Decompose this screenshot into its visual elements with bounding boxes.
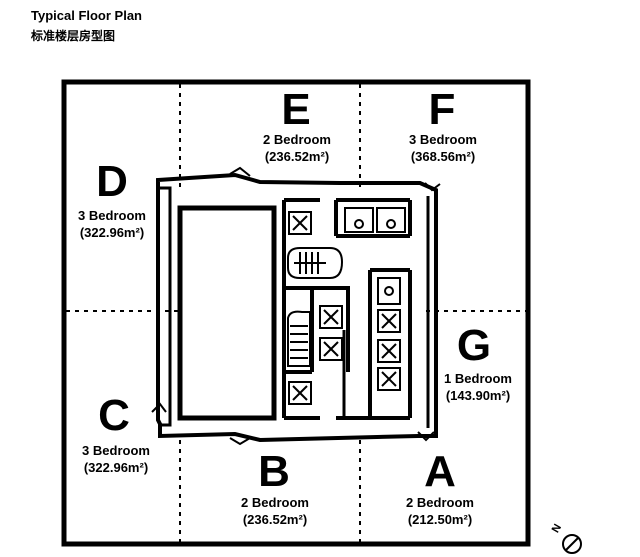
unit-desc-d: 3 Bedroom (322.96m²) (52, 207, 172, 241)
plan-outer-boundary (61, 79, 531, 547)
elevator-1 (288, 211, 312, 235)
unit-area-c: (322.96m²) (83, 460, 149, 475)
elevator-shafts (288, 211, 401, 405)
unit-area-g: (143.90m²) (445, 388, 511, 403)
title-english: Typical Floor Plan (31, 8, 143, 23)
unit-type-b: 2 Bedroom (241, 495, 309, 510)
unit-desc-a: 2 Bedroom (212.50m²) (380, 494, 500, 528)
unit-desc-f: 3 Bedroom (368.56m²) (383, 131, 503, 165)
unit-letter-d: D (96, 157, 128, 206)
unit-type-d: 3 Bedroom (78, 208, 146, 223)
service-core-walls (282, 198, 412, 420)
central-atrium (177, 205, 277, 421)
unit-desc-e: 2 Bedroom (236.52m²) (237, 131, 357, 165)
staircase-upper (287, 247, 344, 279)
unit-letter-g: G (456, 321, 492, 370)
elevator-3 (319, 337, 343, 361)
north-arrow-icon (562, 534, 582, 554)
unit-area-b: (236.52m²) (242, 512, 308, 527)
elevator-7 (377, 367, 401, 391)
unit-type-g: 1 Bedroom (444, 371, 512, 386)
unit-desc-g: 1 Bedroom (143.90m²) (418, 370, 538, 404)
toilet-room (344, 207, 406, 233)
title-chinese: 标准楼层房型图 (31, 29, 116, 43)
unit-letter-c: C (98, 391, 130, 440)
unit-type-a: 2 Bedroom (406, 495, 474, 510)
elevator-2 (319, 305, 343, 329)
building-wall (156, 172, 438, 443)
elevator-5 (377, 309, 401, 333)
compass-label: N (550, 522, 564, 535)
elevator-4 (288, 381, 312, 405)
staircase-lower (287, 310, 311, 367)
unit-type-c: 3 Bedroom (82, 443, 150, 458)
unit-letter-b: B (258, 447, 290, 496)
elevator-6 (377, 339, 401, 363)
unit-area-e: (236.52m²) (264, 149, 330, 164)
unit-area-d: (322.96m²) (79, 225, 145, 240)
unit-area-f: (368.56m²) (410, 149, 476, 164)
unit-desc-c: 3 Bedroom (322.96m²) (56, 442, 176, 476)
unit-type-e: 2 Bedroom (263, 132, 331, 147)
unit-area-a: (212.50m²) (407, 512, 473, 527)
wall-notches (151, 166, 441, 446)
unit-desc-b: 2 Bedroom (236.52m²) (215, 494, 335, 528)
unit-type-f: 3 Bedroom (409, 132, 477, 147)
unit-letter-a: A (424, 447, 456, 496)
unit-letter-e: E (281, 85, 311, 134)
unit-letter-f: F (428, 85, 456, 134)
